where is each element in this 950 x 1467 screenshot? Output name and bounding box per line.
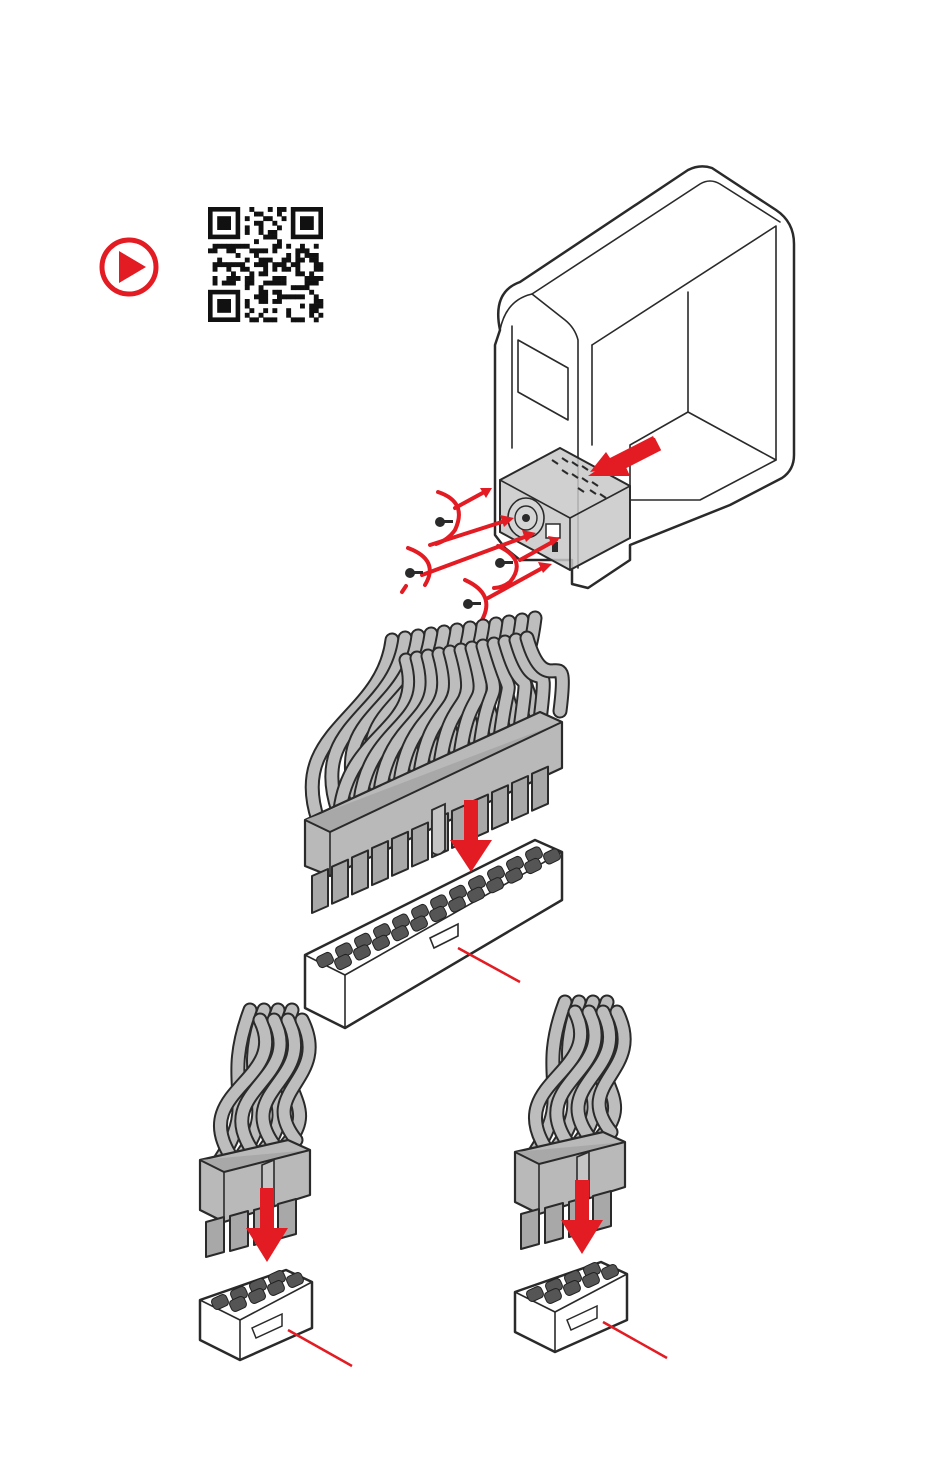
cpu-8pin-connector-1 <box>200 1010 352 1366</box>
qr-code-icon[interactable] <box>208 207 323 322</box>
callout-line-24pin <box>458 948 520 982</box>
play-circle-icon[interactable] <box>102 240 156 294</box>
cpu-8pin-connector-2 <box>515 1002 667 1358</box>
